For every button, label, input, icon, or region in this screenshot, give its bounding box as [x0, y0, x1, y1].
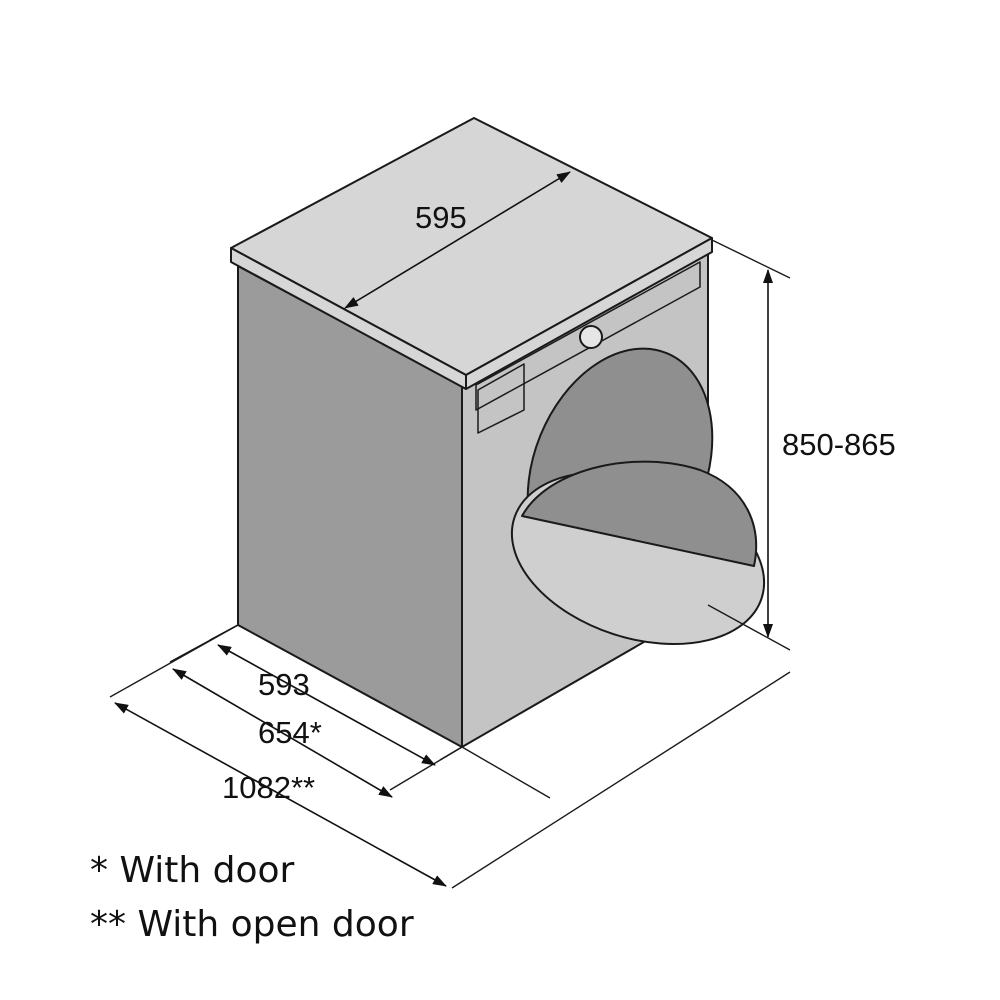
dryer-top-edge-right — [465, 237, 713, 390]
depth-with-door-label: 654* — [258, 715, 322, 750]
open-door-glass — [521, 460, 758, 567]
dryer-body — [230, 117, 766, 748]
footnote-with-open-door: ** With open door — [90, 904, 414, 945]
display-window — [477, 363, 525, 434]
extension-lines — [109, 239, 791, 889]
program-knob-icon — [579, 325, 603, 349]
depth-label: 593 — [258, 667, 310, 702]
width-label: 595 — [415, 200, 467, 235]
dimension-arrows — [114, 171, 773, 887]
control-panel-strip — [475, 261, 701, 411]
width-arrow — [344, 171, 571, 309]
depth-open-door-label: 1082** — [222, 770, 315, 805]
footnote-with-door: * With door — [90, 850, 295, 891]
height-label: 850-865 — [782, 427, 896, 462]
depth-open-door-arrow — [114, 702, 447, 887]
